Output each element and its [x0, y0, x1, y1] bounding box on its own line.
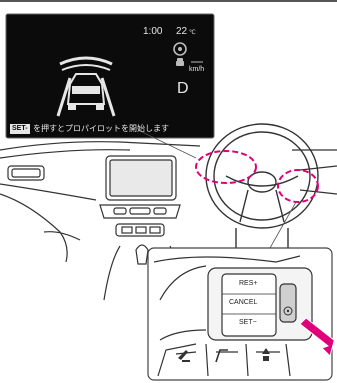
display-message: を押すとプロパイロットを開始します: [33, 124, 169, 134]
res-plus-label: RES+: [239, 280, 257, 287]
cluster-highlight: [196, 151, 256, 183]
clock-readout: 1:00: [143, 26, 162, 37]
temperature-readout: 22: [176, 26, 187, 37]
cancel-label: CANCEL: [229, 299, 257, 306]
set-badge: SET-: [10, 124, 30, 134]
gear-indicator: D: [177, 80, 189, 98]
steering-wheel: [206, 124, 318, 250]
temperature-unit: ℃: [189, 29, 196, 36]
callout-line-switch: [270, 202, 296, 248]
set-minus-label: SET−: [239, 319, 257, 326]
vehicle-ahead-icon: [176, 58, 184, 66]
propilot-switch-icon: [280, 284, 296, 322]
switch-highlight: [278, 170, 318, 202]
speed-unit: km/h: [189, 66, 204, 73]
